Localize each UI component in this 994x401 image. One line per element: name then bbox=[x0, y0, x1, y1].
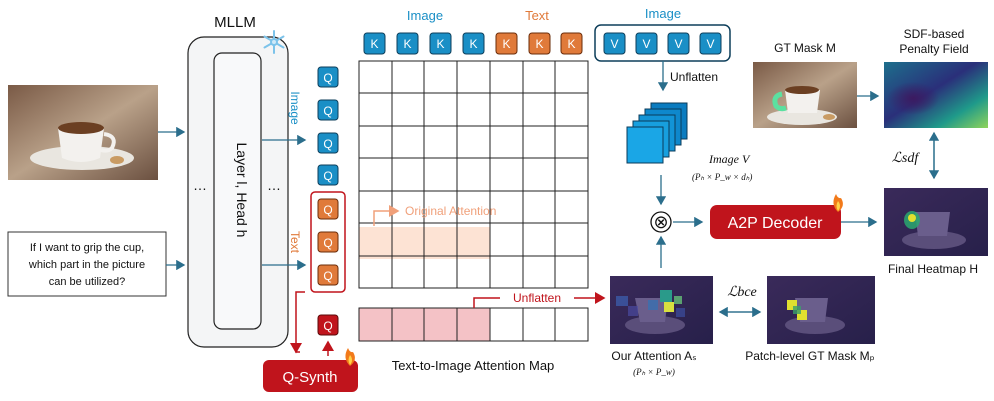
loss-bce: ℒbce bbox=[727, 285, 757, 300]
multiply-node: ⊗ bbox=[650, 211, 672, 233]
sdf-field-image: SDF-based Penalty Field bbox=[884, 27, 988, 128]
layer-head-label: Layer l, Head h bbox=[234, 143, 250, 238]
query-image-label: Image bbox=[288, 91, 302, 125]
unflatten-red-label: Unflatten bbox=[513, 291, 561, 305]
svg-text:V: V bbox=[706, 37, 714, 51]
snowflake-icon bbox=[263, 30, 285, 54]
sdf-loss-link: ℒsdf bbox=[892, 131, 940, 180]
svg-text:Q: Q bbox=[323, 319, 332, 333]
image-v-label: Image V bbox=[708, 152, 751, 166]
key-image-label: Image bbox=[407, 8, 443, 23]
unflatten-value-label: Unflatten bbox=[670, 70, 718, 84]
our-attention-image: Our Attention Aₛ (Pₕ × P_w) bbox=[610, 276, 713, 377]
input-photo bbox=[8, 85, 158, 180]
svg-text:K: K bbox=[436, 37, 444, 51]
svg-text:Q: Q bbox=[323, 203, 332, 217]
ellipsis-right: … bbox=[267, 177, 281, 193]
final-heatmap-image: Final Heatmap H bbox=[884, 188, 988, 276]
svg-text:Q: Q bbox=[323, 169, 332, 183]
svg-text:Q: Q bbox=[323, 137, 332, 151]
key-text-label: Text bbox=[525, 8, 549, 23]
text-query-group bbox=[310, 191, 346, 293]
svg-text:K: K bbox=[403, 37, 411, 51]
svg-text:Q: Q bbox=[323, 104, 332, 118]
query-text-label: Text bbox=[288, 231, 302, 254]
q-synth-label: Q-Synth bbox=[282, 369, 337, 386]
svg-text:K: K bbox=[370, 37, 378, 51]
question-box: If I want to grip the cup, which part in… bbox=[7, 231, 167, 297]
question-line-2: which part in the picture bbox=[28, 259, 145, 271]
image-v-stack: Image V (Pₕ × P_w × dₕ) bbox=[626, 102, 752, 182]
svg-text:K: K bbox=[535, 37, 543, 51]
layer-head-block bbox=[213, 52, 262, 330]
svg-text:V: V bbox=[674, 37, 682, 51]
key-tokens: Image Text K K K K K K K bbox=[363, 8, 583, 55]
bce-loss-link: ℒbce bbox=[718, 285, 762, 318]
attention-map-title: Text-to-Image Attention Map bbox=[392, 358, 555, 373]
our-attention-dims: (Pₕ × P_w) bbox=[633, 367, 675, 377]
svg-text:⊗: ⊗ bbox=[653, 212, 668, 232]
patch-gt-mask-image: Patch-level GT Mask Mₚ bbox=[745, 276, 875, 363]
mllm-title: MLLM bbox=[214, 14, 256, 31]
svg-text:K: K bbox=[567, 37, 575, 51]
loss-sdf: ℒsdf bbox=[892, 151, 921, 166]
a2p-decoder: A2P Decoder bbox=[710, 194, 843, 239]
question-line-3: can be utilized? bbox=[49, 276, 125, 288]
svg-text:K: K bbox=[469, 37, 477, 51]
final-heatmap-label: Final Heatmap H bbox=[888, 262, 978, 276]
svg-text:V: V bbox=[610, 37, 618, 51]
value-tokens: Image V V V V bbox=[594, 6, 731, 62]
synth-attention-row: Text-to-Image Attention Map Unflatten bbox=[358, 290, 606, 373]
svg-text:Q: Q bbox=[323, 71, 332, 85]
svg-text:Q: Q bbox=[323, 236, 332, 250]
sdf-label-1: SDF-based bbox=[904, 27, 965, 41]
patch-gt-label: Patch-level GT Mask Mₚ bbox=[745, 349, 875, 363]
gt-mask-label: GT Mask M bbox=[774, 41, 836, 55]
svg-text:Q: Q bbox=[323, 269, 332, 283]
mllm-block: MLLM Layer l, Head h … … bbox=[187, 14, 289, 348]
original-attention-label: Original Attention bbox=[405, 204, 496, 218]
our-attention-label: Our Attention Aₛ bbox=[611, 349, 696, 363]
question-line-1: If I want to grip the cup, bbox=[30, 242, 144, 254]
ellipsis-left: … bbox=[193, 177, 207, 193]
synth-query-token bbox=[317, 314, 339, 336]
value-image-label: Image bbox=[645, 6, 681, 21]
image-v-dims: (Pₕ × P_w × dₕ) bbox=[692, 172, 752, 182]
svg-text:V: V bbox=[642, 37, 650, 51]
a2p-decoder-label: A2P Decoder bbox=[728, 215, 824, 232]
flame-icon bbox=[833, 194, 843, 212]
attention-grid: Original Attention bbox=[358, 60, 589, 289]
flame-icon bbox=[345, 348, 355, 366]
sdf-label-2: Penalty Field bbox=[899, 42, 968, 56]
q-synth-block: Q-Synth bbox=[263, 291, 358, 392]
gt-mask-image: GT Mask M bbox=[753, 41, 857, 128]
query-tokens: Q Q Q Q Q Q Q Q bbox=[310, 66, 346, 336]
svg-text:K: K bbox=[502, 37, 510, 51]
